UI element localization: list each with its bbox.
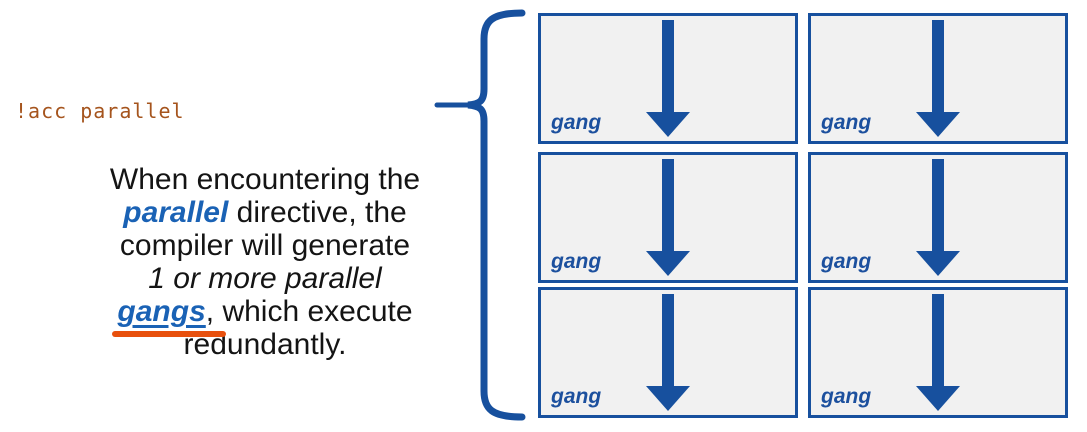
down-arrow-icon — [646, 294, 690, 411]
gang-label: gang — [821, 250, 872, 273]
gang-label: gang — [551, 111, 602, 134]
down-arrow-icon — [916, 159, 960, 276]
text-segment: directive, the — [228, 196, 407, 229]
text-segment: compiler will generate — [119, 229, 411, 262]
curly-brace — [434, 9, 526, 421]
text-segment: parallel — [123, 196, 229, 229]
down-arrow-icon — [646, 159, 690, 276]
gang-box: gang — [538, 287, 798, 418]
curly-brace-path — [467, 9, 526, 421]
gang-label: gang — [821, 385, 872, 408]
gang-box: gang — [808, 152, 1068, 283]
text-segment: 1 or more parallel — [148, 262, 382, 295]
gang-box: gang — [538, 152, 798, 283]
gang-box: gang — [808, 13, 1068, 144]
acc-parallel-code-label: !acc parallel — [15, 99, 185, 123]
gang-box: gang — [538, 13, 798, 144]
text-segment: When encountering the — [109, 163, 421, 196]
down-arrow-icon — [916, 294, 960, 411]
text-segment: , which execute — [205, 295, 413, 328]
gang-box: gang — [808, 287, 1068, 418]
text-segment: gangs — [117, 295, 206, 328]
down-arrow-icon — [646, 20, 690, 137]
gang-label: gang — [821, 111, 872, 134]
gang-label: gang — [551, 385, 602, 408]
down-arrow-icon — [916, 20, 960, 137]
gang-label: gang — [551, 250, 602, 273]
